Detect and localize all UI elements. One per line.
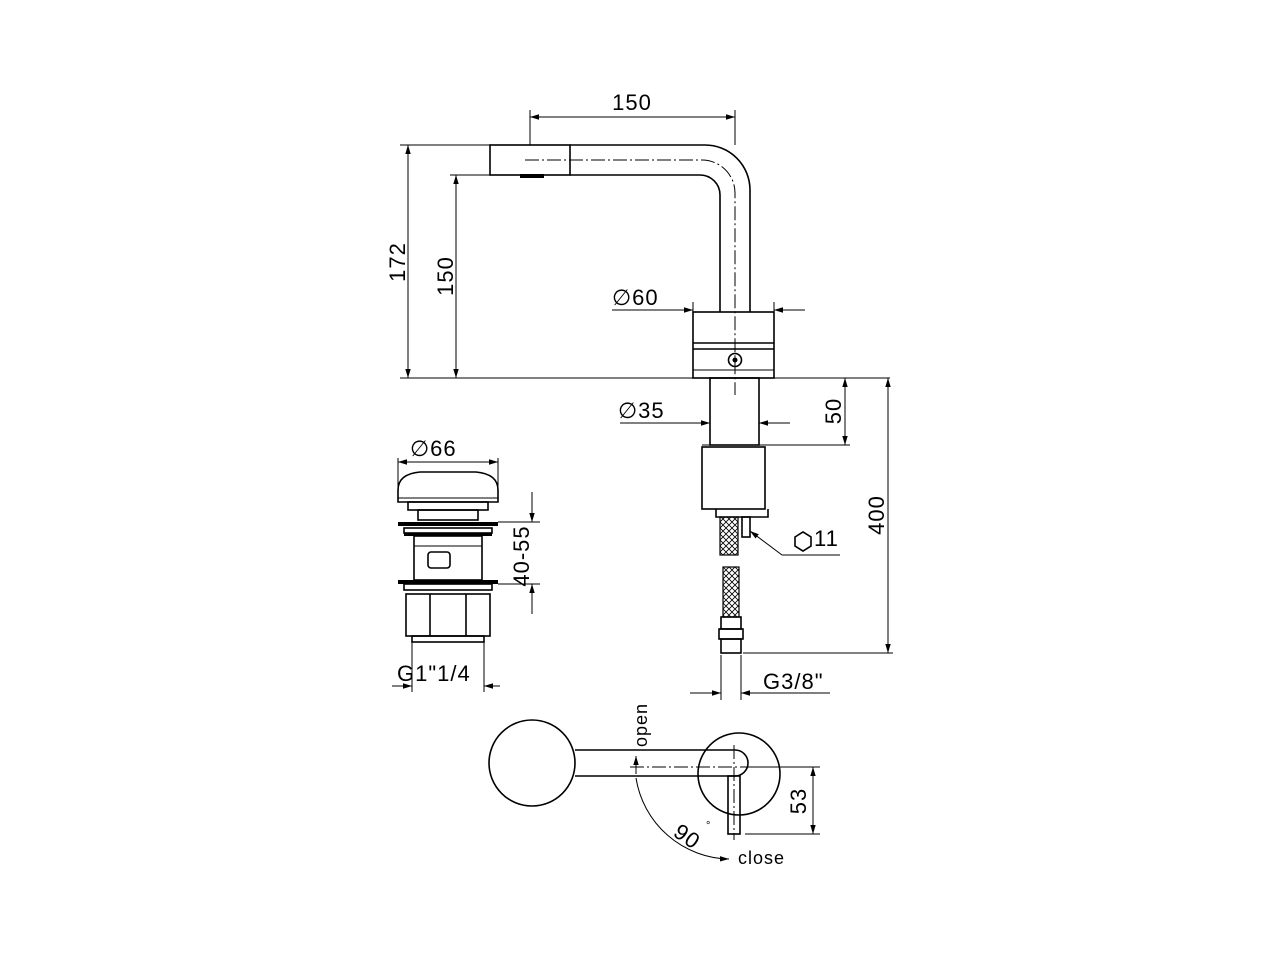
dim-thread-connection: G3/8" <box>690 655 830 700</box>
close-label: close <box>738 848 785 868</box>
dim-thread-connection-label: G3/8" <box>763 669 824 694</box>
dim-total-length-label: 400 <box>864 495 889 535</box>
dim-spout-height: 150 <box>433 174 520 378</box>
dim-drain-thread: G1"1/4 <box>392 642 500 692</box>
dim-total-height-label: 172 <box>385 242 410 282</box>
spout-inner-edge <box>570 174 721 312</box>
set-screw-center <box>732 357 738 363</box>
handle-top-view <box>488 719 781 862</box>
aerator <box>520 174 544 178</box>
hose-upper <box>719 516 739 556</box>
drain-window <box>427 551 451 569</box>
handle-lever <box>575 749 749 777</box>
faucet-body <box>692 311 775 379</box>
drain-tail <box>411 635 485 643</box>
handle-rosette <box>697 732 781 816</box>
mounting-bracket <box>715 509 769 518</box>
dim-drain-thread-label: G1"1/4 <box>397 661 471 686</box>
drain-flange <box>398 522 498 526</box>
dim-total-height: 172 <box>385 144 490 378</box>
open-label: open <box>631 703 651 747</box>
dim-shank-diameter-label: ∅35 <box>618 398 665 423</box>
hose-stub <box>741 516 751 538</box>
drain-assembly <box>397 471 499 643</box>
dim-total-length: 400 <box>743 378 893 654</box>
rotation-arc <box>635 777 730 862</box>
dim-base-diameter: ∅60 <box>612 285 805 313</box>
dim-shank-length-label: 50 <box>821 398 846 424</box>
hose-lower <box>722 566 740 618</box>
spout-outer-edge <box>570 144 751 312</box>
hex-icon <box>794 531 812 552</box>
dim-handle-offset-label: 53 <box>786 788 811 814</box>
drain-nut <box>405 593 491 637</box>
drain-neck <box>417 509 479 521</box>
handle-knob <box>488 719 576 807</box>
set-screw-icon <box>727 352 743 368</box>
dim-drain-range: 40-55 <box>498 492 540 614</box>
dim-drain-diameter: ∅66 <box>397 436 499 490</box>
hex-callout: 11 <box>749 526 840 556</box>
dim-shank-diameter: ∅35 <box>618 398 790 426</box>
hex-size-label: 11 <box>814 526 839 551</box>
hose-nut <box>718 628 744 640</box>
faucet-side-view <box>400 144 890 654</box>
hose-ferrule <box>720 616 742 630</box>
spout-centerline <box>525 159 736 395</box>
dim-shank-length: 50 <box>765 378 850 446</box>
hose-connector <box>720 638 742 654</box>
dim-spout-reach: 150 <box>529 90 736 145</box>
angle-label: 90 <box>669 819 705 855</box>
drain-cap-base <box>407 501 489 511</box>
drain-body <box>413 535 483 581</box>
fixing-nut <box>701 446 766 510</box>
dim-drain-diameter-label: ∅66 <box>410 436 457 461</box>
dim-spout-height-label: 150 <box>433 256 458 296</box>
dim-drain-range-label: 40-55 <box>509 525 534 586</box>
dim-spout-reach-label: 150 <box>612 90 652 115</box>
degree-label: ° <box>706 820 711 832</box>
dim-handle-offset: 53 <box>742 766 820 835</box>
dim-base-diameter-label: ∅60 <box>612 285 659 310</box>
